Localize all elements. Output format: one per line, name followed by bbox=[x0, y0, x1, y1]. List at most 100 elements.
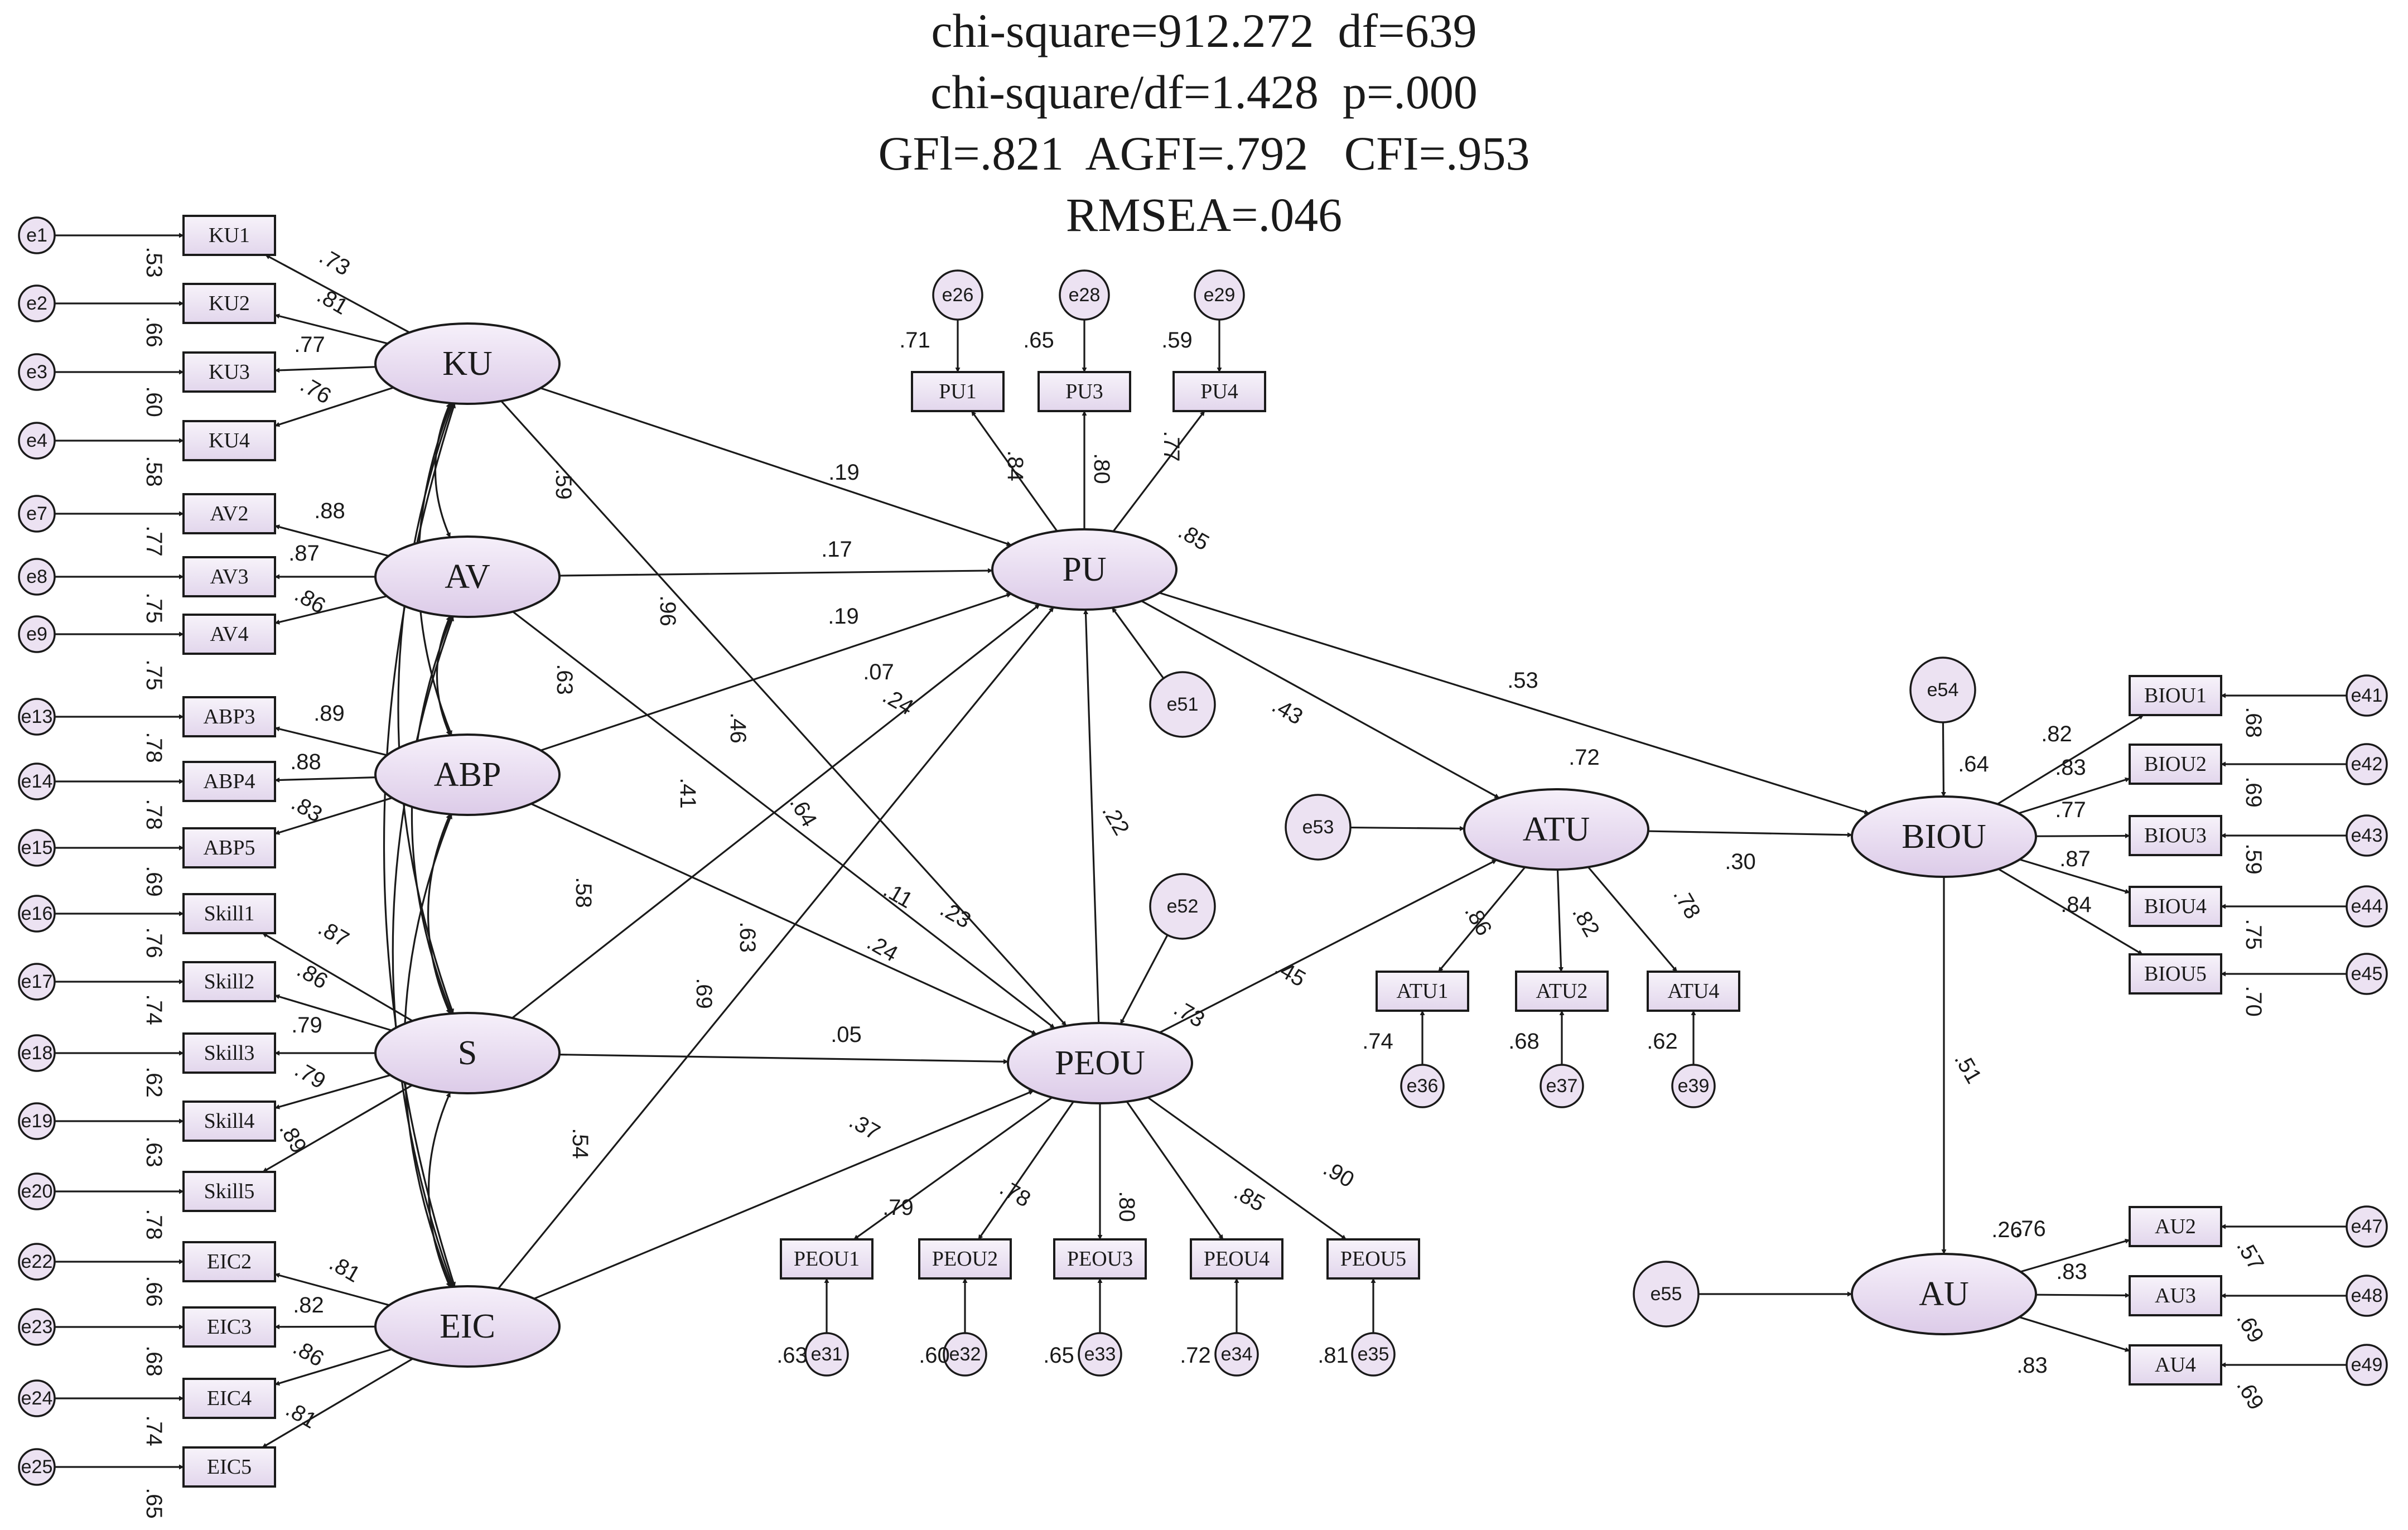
indicator-label-ku3: KU3 bbox=[209, 360, 250, 384]
error-shape-e31 bbox=[804, 1332, 849, 1377]
path-pu-biou bbox=[1159, 592, 1870, 815]
indicator-label-biou1: BIOU1 bbox=[2144, 684, 2207, 707]
indicator-shape-au2 bbox=[2129, 1206, 2222, 1247]
path-av-pu bbox=[559, 568, 993, 577]
indicator-label-eic4: EIC4 bbox=[207, 1387, 252, 1410]
indicator-shape-biou3 bbox=[2129, 815, 2222, 856]
covariance-ku-s bbox=[397, 403, 454, 1014]
latent-node-abp: ABP bbox=[374, 733, 561, 816]
error-node-e51: e51 bbox=[1149, 671, 1216, 738]
indicator-label-peou4: PEOU4 bbox=[1204, 1247, 1270, 1271]
indicator-shape-peou2 bbox=[918, 1238, 1012, 1280]
error-shape-e24 bbox=[18, 1379, 56, 1417]
error-label-e13: e13 bbox=[21, 706, 53, 727]
error-shape-e17 bbox=[18, 963, 56, 1001]
path-s-pu bbox=[511, 604, 1040, 1019]
error-node-e15: e15 bbox=[18, 829, 56, 867]
coefficient-label: .68 bbox=[1508, 1029, 1540, 1054]
coefficient-label: .65 bbox=[1043, 1343, 1074, 1368]
fit-stat-rmsea: RMSEA=.046 bbox=[1065, 188, 1343, 242]
coefficient-label: .83 bbox=[287, 790, 326, 827]
indicator-label-skill4: Skill4 bbox=[204, 1109, 255, 1133]
coefficient-label: .77 bbox=[142, 525, 166, 557]
error-node-e28: e28 bbox=[1059, 269, 1110, 321]
error-node-e33: e33 bbox=[1078, 1332, 1122, 1377]
path-av-peou bbox=[512, 611, 1055, 1029]
indicator-shape-pu3 bbox=[1037, 371, 1131, 412]
indicator-node-peou5: PEOU5 bbox=[1326, 1238, 1420, 1280]
coefficient-label: .53 bbox=[1507, 668, 1538, 693]
coefficient-label: .84 bbox=[2060, 892, 2092, 917]
error-node-e41: e41 bbox=[2346, 674, 2388, 717]
latent-label-abp: ABP bbox=[434, 756, 501, 794]
loading-s-skill2 bbox=[274, 994, 392, 1031]
coefficient-label: .77 bbox=[2055, 798, 2086, 822]
indicator-node-atu2: ATU2 bbox=[1515, 971, 1609, 1012]
error-node-e8: e8 bbox=[18, 558, 56, 596]
error-label-e47: e47 bbox=[2351, 1216, 2383, 1237]
indicator-node-skill5: Skill5 bbox=[182, 1171, 276, 1212]
coefficient-label: .19 bbox=[828, 460, 860, 485]
latent-shape-au bbox=[1851, 1253, 2037, 1335]
indicator-node-av4: AV4 bbox=[182, 614, 276, 655]
loading-pu-pu1 bbox=[971, 411, 1058, 532]
error-label-e34: e34 bbox=[1221, 1344, 1253, 1365]
indicator-label-av4: AV4 bbox=[210, 622, 249, 646]
coefficient-label: .07 bbox=[863, 660, 894, 684]
error-node-e39: e39 bbox=[1671, 1064, 1716, 1108]
error-label-e15: e15 bbox=[21, 837, 53, 858]
error-shape-e44 bbox=[2346, 885, 2388, 928]
coefficient-label: .22 bbox=[1097, 800, 1134, 839]
indicator-shape-au3 bbox=[2129, 1275, 2222, 1316]
loading-au-au4 bbox=[2019, 1316, 2130, 1352]
error-label-e53: e53 bbox=[1302, 817, 1334, 838]
coefficient-label: .45 bbox=[1271, 955, 1310, 992]
error-label-e23: e23 bbox=[21, 1316, 53, 1338]
error-shape-e7 bbox=[18, 495, 56, 533]
loading-ku-ku3 bbox=[274, 366, 376, 373]
error-node-e14: e14 bbox=[18, 762, 56, 800]
error-shape-e15 bbox=[18, 829, 56, 867]
indicator-shape-abp3 bbox=[182, 696, 276, 737]
coefficient-label: .58 bbox=[571, 877, 596, 908]
coefficient-label: .65 bbox=[1023, 328, 1054, 353]
path-eic-peou bbox=[533, 1090, 1034, 1300]
loading-atu-atu1 bbox=[1437, 866, 1526, 973]
loading-ku-ku4 bbox=[274, 387, 394, 427]
coefficient-label: .66 bbox=[142, 1276, 166, 1307]
indicator-node-atu1: ATU1 bbox=[1376, 971, 1469, 1012]
error-node-e24: e24 bbox=[18, 1379, 56, 1417]
indicator-label-skill3: Skill3 bbox=[204, 1041, 255, 1065]
indicator-node-eic5: EIC5 bbox=[182, 1446, 276, 1488]
indicator-label-pu3: PU3 bbox=[1065, 380, 1103, 403]
indicator-shape-peou1 bbox=[780, 1238, 874, 1280]
error-shape-e32 bbox=[943, 1332, 987, 1377]
error-label-e41: e41 bbox=[2351, 685, 2383, 706]
indicator-label-peou3: PEOU3 bbox=[1067, 1247, 1133, 1271]
error-node-e18: e18 bbox=[18, 1034, 56, 1072]
indicator-node-eic4: EIC4 bbox=[182, 1378, 276, 1419]
error-node-e55: e55 bbox=[1633, 1261, 1700, 1328]
indicator-label-av3: AV3 bbox=[210, 565, 249, 588]
error-node-e34: e34 bbox=[1214, 1332, 1259, 1377]
latent-shape-biou bbox=[1851, 795, 2037, 878]
coefficient-label: .82 bbox=[293, 1293, 324, 1317]
error-label-e44: e44 bbox=[2351, 896, 2383, 917]
loading-eic-eic2 bbox=[274, 1273, 390, 1306]
indicator-label-biou3: BIOU3 bbox=[2144, 824, 2207, 847]
error-shape-e4 bbox=[18, 422, 56, 460]
error-label-e51: e51 bbox=[1167, 694, 1199, 715]
indicator-label-atu4: ATU4 bbox=[1668, 979, 1720, 1003]
loading-biou-biou2 bbox=[2018, 777, 2130, 814]
coefficient-label: .58 bbox=[142, 456, 166, 487]
indicator-shape-peou3 bbox=[1053, 1238, 1147, 1280]
loading-atu-atu2 bbox=[1556, 869, 1564, 972]
error-node-e43: e43 bbox=[2346, 814, 2388, 857]
error-node-e9: e9 bbox=[18, 615, 56, 653]
indicator-node-peou1: PEOU1 bbox=[780, 1238, 874, 1280]
indicator-label-eic2: EIC2 bbox=[207, 1250, 252, 1273]
loading-ku-ku1 bbox=[265, 254, 410, 334]
coefficient-label: .74 bbox=[142, 994, 166, 1025]
coefficient-label: .57 bbox=[2232, 1235, 2269, 1275]
coefficient-label: .60 bbox=[919, 1343, 950, 1368]
